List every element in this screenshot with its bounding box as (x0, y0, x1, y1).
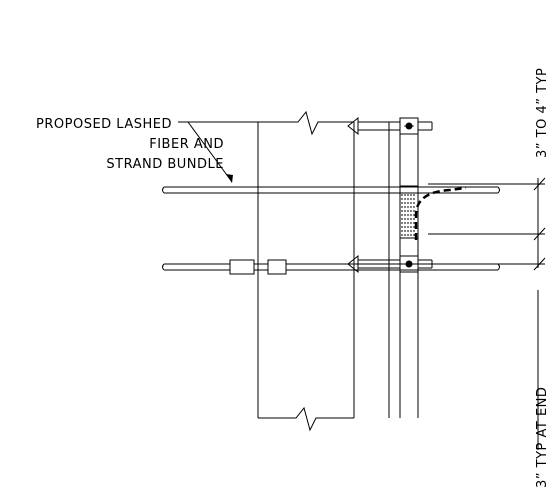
splice-sleeve-left (229, 259, 255, 275)
fiber-riser (399, 133, 419, 257)
callout-leader (178, 121, 233, 183)
splice-sleeve-right (267, 259, 287, 275)
lower-strand (162, 259, 500, 275)
dim-end-label: 3” TYP AT END (535, 387, 549, 488)
fiber-drop-bend (414, 186, 467, 240)
dimension-lines (428, 177, 546, 450)
upper-strand (162, 186, 500, 194)
callout-line-1: PROPOSED LASHED (36, 117, 172, 132)
upper-bolt-clamp (347, 116, 433, 136)
callout-line-3: STRAND BUNDLE (106, 157, 224, 172)
callout-line-2: FIBER AND (149, 137, 224, 152)
dim-spacing-label: 3” TO 4” TYP (535, 68, 549, 158)
